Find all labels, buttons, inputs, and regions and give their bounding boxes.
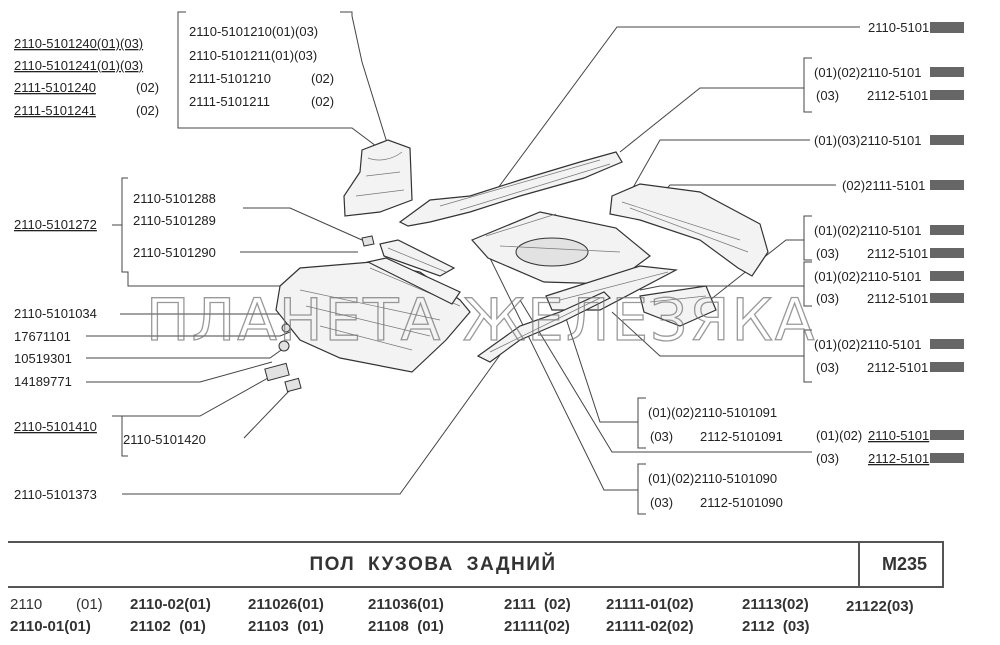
label-2110-5101373[interactable]: 2110-5101373 xyxy=(14,487,97,502)
diagram-code: M235 xyxy=(882,554,928,574)
label-c6: (03) xyxy=(650,495,673,510)
title-divider xyxy=(858,543,860,586)
label-2110-5101034[interactable]: 2110-5101034 xyxy=(14,306,97,321)
watermark: ПЛАНЕТА ЖЕЛЕЗЯКА xyxy=(146,286,816,354)
label-r7: (03) xyxy=(816,246,839,261)
label-r5[interactable]: (02)2111-5101 xyxy=(842,178,925,193)
floor-pan-front xyxy=(275,257,471,373)
rear-cross-members xyxy=(545,265,717,327)
label-2111-5101241[interactable]: 2111-5101241 xyxy=(14,103,96,118)
label-r2[interactable]: (01)(02)2110-5101 xyxy=(814,65,921,80)
model-item[interactable]: 21113(02) xyxy=(742,596,809,613)
label-r3b[interactable]: 2112-5101 xyxy=(867,88,928,103)
label-c3: (01)(02) xyxy=(816,428,862,443)
model-item[interactable]: 2110-01(01) xyxy=(10,618,91,635)
long-rail-part xyxy=(398,151,623,227)
label-2110-5101420[interactable]: 2110-5101420 xyxy=(123,432,206,447)
model-item-variant: (01) xyxy=(76,596,103,613)
label-2111-5101241-variant: (02) xyxy=(136,103,159,118)
model-item[interactable]: 21111(02) xyxy=(504,618,570,635)
side-member-rear xyxy=(476,291,612,363)
label-c1[interactable]: (01)(02)2110-5101091 xyxy=(648,405,777,420)
label-2110-5101288[interactable]: 2110-5101288 xyxy=(133,191,216,206)
label-r11b[interactable]: 2112-5101 xyxy=(867,360,928,375)
page-title: ПОЛ КУЗОВА ЗАДНИЙ xyxy=(309,554,557,575)
label-c2: (03) xyxy=(650,429,673,444)
model-item[interactable]: 2111 (02) xyxy=(504,596,571,613)
label-r3: (03) xyxy=(816,88,839,103)
rear-panel-part xyxy=(609,183,769,277)
label-2110-5101289[interactable]: 2110-5101289 xyxy=(133,213,216,228)
model-item[interactable]: 21108 (01) xyxy=(368,618,444,635)
model-item[interactable]: 211026(01) xyxy=(248,596,324,613)
label-r6[interactable]: (01)(02)2110-5101 xyxy=(814,223,921,238)
plug-parts xyxy=(264,323,302,393)
label-2110-5101211[interactable]: 2110-5101211(01)(03) xyxy=(189,48,317,63)
model-item[interactable]: 2110 xyxy=(10,596,43,613)
label-2110-5101290[interactable]: 2110-5101290 xyxy=(133,245,216,260)
label-c5[interactable]: (01)(02)2110-5101090 xyxy=(648,471,777,486)
bracket-5101210 xyxy=(177,11,385,153)
title-bar: ПОЛ КУЗОВА ЗАДНИЙ M235 xyxy=(8,541,944,588)
label-2111-5101211[interactable]: 2111-5101211 xyxy=(189,94,270,109)
label-r4[interactable]: (01)(03)2110-5101 xyxy=(814,133,921,148)
parts-diagram: 2110-5101240(01)(03) 2110-5101241(01)(03… xyxy=(14,11,964,515)
label-2111-5101210-variant: (02) xyxy=(311,71,334,86)
bracket-small xyxy=(361,235,375,247)
model-item[interactable]: 21122(03) xyxy=(846,598,914,615)
label-14189771[interactable]: 14189771 xyxy=(14,374,72,389)
label-10519301[interactable]: 10519301 xyxy=(14,351,72,366)
label-2111-5101211-variant: (02) xyxy=(311,94,334,109)
model-item[interactable]: 2112 (03) xyxy=(742,618,810,635)
label-r8[interactable]: (01)(02)2110-5101 xyxy=(814,269,921,284)
model-item[interactable]: 21111-02(02) xyxy=(606,618,694,635)
label-2110-5101210[interactable]: 2110-5101210(01)(03) xyxy=(189,24,318,39)
obscured-suffix xyxy=(930,22,964,33)
label-2111-5101240-variant: (02) xyxy=(136,80,159,95)
model-item[interactable]: 2110-02(01) xyxy=(130,596,211,613)
model-item[interactable]: 211036(01) xyxy=(368,596,444,613)
label-2110-5101272[interactable]: 2110-5101272 xyxy=(14,217,97,232)
label-c4: (03) xyxy=(816,451,839,466)
model-item[interactable]: 21111-01(02) xyxy=(606,596,694,613)
label-2110-5101240[interactable]: 2110-5101240(01)(03) xyxy=(14,36,143,51)
label-2111-5101210[interactable]: 2111-5101210 xyxy=(189,71,271,86)
label-2111-5101240[interactable]: 2111-5101240 xyxy=(14,80,96,95)
label-r9: (03) xyxy=(816,291,839,306)
label-r10[interactable]: (01)(02)2110-5101 xyxy=(814,337,921,352)
label-c3b[interactable]: 2110-5101 xyxy=(868,428,929,443)
label-c2b[interactable]: 2112-5101091 xyxy=(700,429,783,444)
cross-member-upper xyxy=(379,239,456,277)
model-list: 2110 (01) 2110-02(01) 211026(01) 211036(… xyxy=(0,592,1000,642)
wheel-arch-part xyxy=(343,139,413,217)
label-2110-5101241[interactable]: 2110-5101241(01)(03) xyxy=(14,58,143,73)
label-r7b[interactable]: 2112-5101 xyxy=(867,246,928,261)
model-item[interactable]: 21102 (01) xyxy=(130,618,206,635)
label-r9b[interactable]: 2112-5101 xyxy=(867,291,928,306)
label-17671101[interactable]: 17671101 xyxy=(14,329,71,344)
spare-tire-floor xyxy=(470,211,651,285)
label-2110-5101410[interactable]: 2110-5101410 xyxy=(14,419,97,434)
model-item[interactable]: 21103 (01) xyxy=(248,618,324,635)
label-2110-5101-top[interactable]: 2110-5101 xyxy=(868,20,929,35)
label-r11: (03) xyxy=(816,360,839,375)
label-c4b[interactable]: 2112-5101 xyxy=(868,451,929,466)
label-c6b[interactable]: 2112-5101090 xyxy=(700,495,783,510)
